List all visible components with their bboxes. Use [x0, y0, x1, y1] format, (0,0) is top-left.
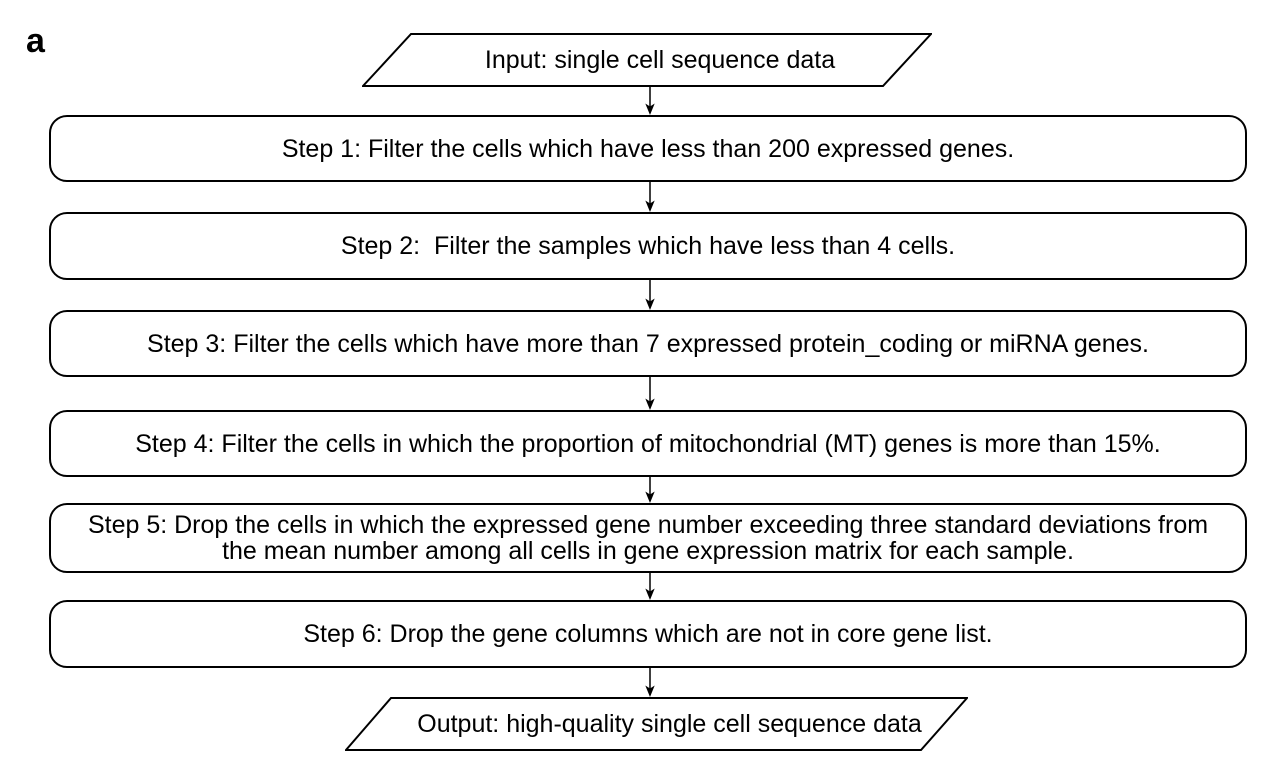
step-1-label: Step 1: Filter the cells which have less… — [281, 134, 1015, 163]
input-parallelogram-shape — [362, 33, 932, 87]
step-3-label: Step 3: Filter the cells which have more… — [147, 329, 1149, 358]
flow-arrow-input-step1 — [645, 87, 655, 115]
flow-arrow-step1-step2 — [645, 182, 655, 212]
step-3-node: Step 3: Filter the cells which have more… — [49, 310, 1247, 377]
step-6-label: Step 6: Drop the gene columns which are … — [303, 620, 993, 648]
flow-arrow-step2-step3 — [645, 280, 655, 310]
step-4-node: Step 4: Filter the cells in which the pr… — [49, 410, 1247, 477]
output-parallelogram-shape — [345, 697, 968, 751]
step-2-label: Step 2: Filter the samples which have le… — [340, 232, 956, 260]
flow-arrow-step3-step4 — [645, 377, 655, 410]
step-5-node: Step 5: Drop the cells in which the expr… — [49, 503, 1247, 573]
flow-arrow-step5-step6 — [645, 573, 655, 600]
output-node-label: Output: high-quality single cell sequenc… — [417, 709, 922, 738]
step-5-label: Step 5: Drop the cells in which the expr… — [87, 511, 1215, 565]
step-4-label: Step 4: Filter the cells in which the pr… — [135, 429, 1161, 458]
output-node: Output: high-quality single cell sequenc… — [345, 697, 968, 751]
step-2-node: Step 2: Filter the samples which have le… — [49, 212, 1247, 280]
step-6-node: Step 6: Drop the gene columns which are … — [49, 600, 1247, 668]
step-1-node: Step 1: Filter the cells which have less… — [49, 115, 1247, 182]
input-node: Input: single cell sequence data — [362, 33, 932, 87]
panel-label: a — [26, 22, 45, 60]
flow-arrow-step6-output — [645, 668, 655, 697]
input-node-label: Input: single cell sequence data — [484, 45, 836, 74]
flow-arrow-step4-step5 — [645, 477, 655, 503]
